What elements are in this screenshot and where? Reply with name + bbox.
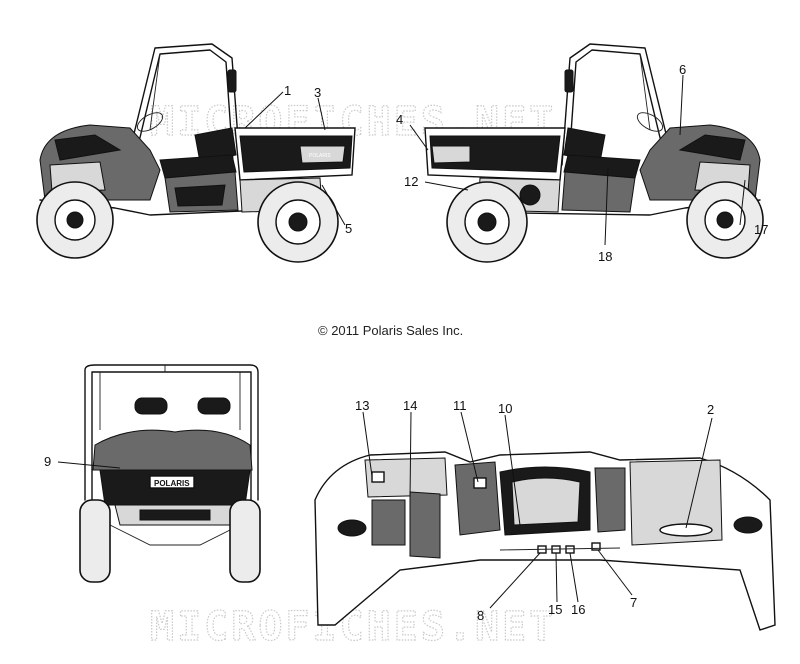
roll-cage-right [561,43,671,166]
glovebox-decal [659,523,713,537]
seat [159,154,237,179]
front-mirror-right [197,397,231,415]
front-view-wheel-left [79,499,111,583]
seat-back [194,127,237,163]
callout-16: 16 [571,602,585,617]
leader-lines [57,74,746,609]
front-view-wheel-right [229,499,261,583]
callout-1: 1 [284,83,291,98]
roll-cage [129,43,241,166]
watermark-bottom: MICROFICHES.NET [150,604,556,650]
callout-14: 14 [403,398,417,413]
cupholder-left [337,519,367,537]
steering-wheel [136,112,164,132]
callout-4: 4 [396,112,403,127]
callout-2: 2 [707,402,714,417]
callout-8: 8 [477,608,484,623]
front-mirror-left [134,397,168,415]
hood-badge [149,475,195,489]
callout-12: 12 [404,174,418,189]
dashboard-view [314,451,776,631]
callout-7: 7 [630,595,637,610]
callout-18: 18 [598,249,612,264]
callout-11: 11 [453,398,467,413]
callout-3: 3 [314,85,321,100]
cupholder-right [733,516,763,534]
callout-13: 13 [355,398,369,413]
vehicle-right-side-view [424,43,764,263]
vehicle-front-view: POLARIS [79,364,261,583]
front-hood [92,429,253,471]
callout-9: 9 [44,454,51,469]
side-mirror [227,69,237,93]
front-roll-cage [84,364,259,501]
callout-15: 15 [548,602,562,617]
copyright-notice: © 2011 Polaris Sales Inc. [318,323,463,338]
vehicle-left-side-view: POLARIS [36,43,356,263]
callout-6: 6 [679,62,686,77]
callout-17: 17 [754,222,768,237]
left-panel [364,457,448,498]
callout-10: 10 [498,401,512,416]
right-glovebox [629,459,723,546]
cargo-badge: POLARIS [309,153,331,159]
hood-badge-text: POLARIS [154,479,190,488]
callout-5: 5 [345,221,352,236]
center-left-panel [454,461,501,536]
